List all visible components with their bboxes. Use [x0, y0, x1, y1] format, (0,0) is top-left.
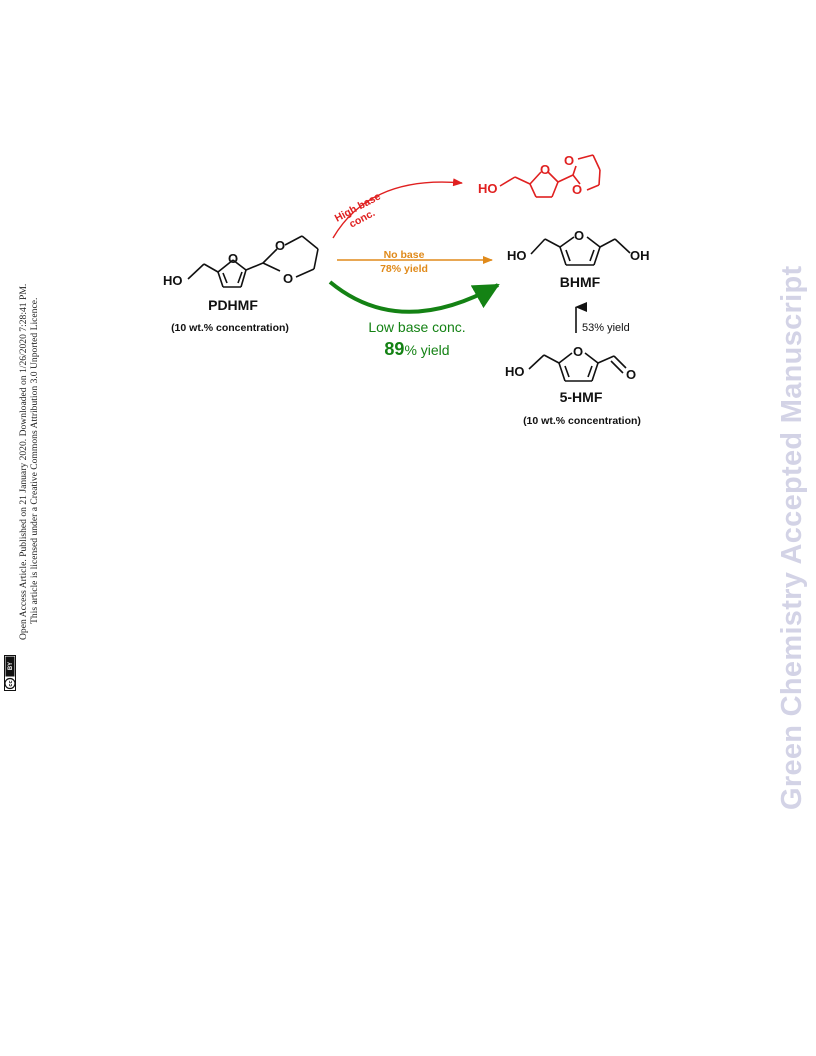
hmf-ho-label: HO	[505, 364, 525, 379]
hmf-molecule	[528, 352, 627, 382]
cc-label: cc	[8, 680, 14, 686]
dioxane-thf-ring-oxygen: O	[540, 162, 550, 177]
low-base-yield: 89% yield	[384, 339, 449, 359]
hmf-ring-oxygen: O	[573, 344, 583, 359]
pdhmf-name: PDHMF	[208, 297, 258, 313]
bhmf-name: BHMF	[560, 274, 601, 290]
pdhmf-dioxane-oxygen-top: O	[275, 238, 285, 253]
cc-by-badge: cc BY	[4, 655, 16, 691]
pdhmf-molecule	[187, 235, 319, 288]
high-base-label: High base conc.	[333, 189, 391, 235]
low-base-yield-value: 89	[384, 339, 404, 359]
dioxane-thf-ho-label: HO	[478, 181, 498, 196]
bhmf-oh-label: OH	[630, 248, 650, 263]
no-base-label: No base	[384, 249, 425, 261]
low-base-arrow	[328, 280, 500, 314]
hmf-aldehyde-oxygen: O	[626, 367, 636, 382]
bhmf-molecule	[530, 236, 631, 266]
pdhmf-dioxane-oxygen-bottom: O	[283, 271, 293, 286]
low-base-label: Low base conc.	[368, 319, 465, 335]
dioxane-thf-dioxane-oxygen-bottom: O	[572, 182, 582, 197]
hmf-name: 5-HMF	[560, 389, 603, 405]
high-base-arrow	[332, 178, 463, 239]
dioxane-thf-dioxane-oxygen-top: O	[564, 153, 574, 168]
pdhmf-concentration: (10 wt.% concentration)	[171, 322, 289, 334]
hmf-to-bhmf-yield: 53% yield	[582, 322, 630, 334]
by-label: BY	[8, 662, 14, 670]
pdhmf-ring-oxygen: O	[228, 251, 238, 266]
no-base-yield: 78% yield	[380, 263, 428, 275]
bhmf-ho-label: HO	[507, 248, 527, 263]
low-base-yield-suffix: % yield	[404, 342, 449, 358]
bhmf-ring-oxygen: O	[574, 228, 584, 243]
dioxane-thf-product	[499, 154, 601, 198]
pdhmf-ho-label: HO	[163, 273, 183, 288]
hmf-concentration: (10 wt.% concentration)	[523, 415, 641, 427]
